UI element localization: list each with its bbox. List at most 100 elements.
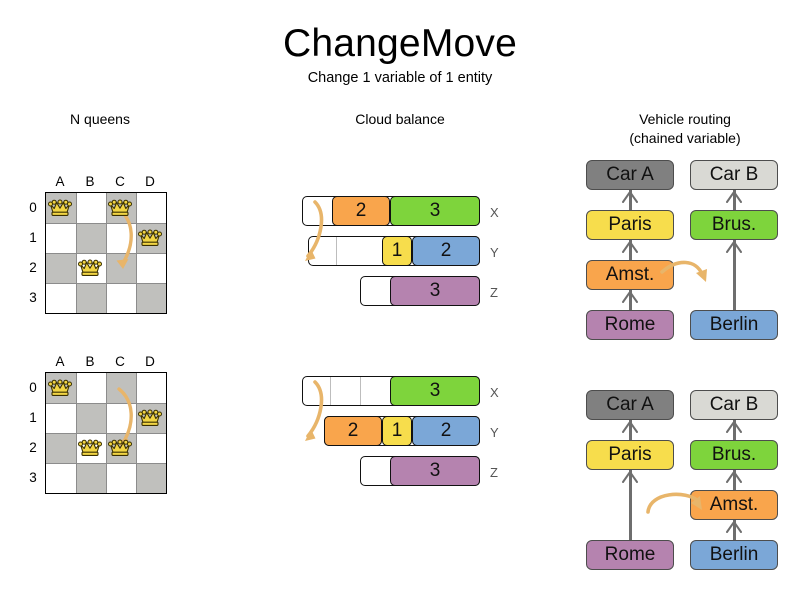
section-heading-nqueens: N queens [70,111,130,127]
vrp-vehicle-node: Car B [690,390,778,420]
vrp-link-arrowhead [726,471,742,483]
cloud-bar-segment: 1 [382,416,412,446]
cloud-bar-segment: 2 [412,236,480,266]
board-gridline [46,253,166,254]
vrp-link-arrowhead [726,241,742,253]
cloud-bar-segment: 2 [332,196,390,226]
board-cell [136,253,166,283]
vrp-stop-node: Amst. [586,260,674,290]
board-queen [75,252,105,282]
board-cell [46,403,76,433]
board-gridline [46,283,166,284]
cloud-bar-row: 3 [302,376,480,406]
board-queen [45,372,75,402]
board-rank-label: 2 [29,260,37,275]
board-queen [135,222,165,252]
board-cell [106,223,136,253]
page-title: ChangeMove [283,22,517,65]
section-heading-vrp-line1: Vehicle routing [639,111,731,127]
vrp-link-arrowhead [622,471,638,483]
board-cell [46,253,76,283]
page-subtitle: Change 1 variable of 1 entity [307,70,493,86]
vrp-link-arrowhead [726,421,742,433]
board-queen [45,192,75,222]
vrp-chain-link [733,240,736,310]
vrp-vehicle-node: Car A [586,390,674,420]
vrp-link-arrowhead [622,291,638,303]
board-cell [106,283,136,313]
board-cell [106,463,136,493]
board-rank-label: 3 [29,470,37,485]
section-heading-vehicle-routing: Vehicle routing (chained variable) [590,110,780,148]
vrp-stop-node: Brus. [690,440,778,470]
board-rank-label: 2 [29,440,37,455]
vrp-stop-node: Berlin [690,540,778,570]
board-gridline [136,193,137,313]
cloud-bar-row: 3 [360,276,480,306]
board-cell [136,463,166,493]
board-rank-label: 1 [29,230,37,245]
board-cell [46,223,76,253]
vrp-stop-node: Rome [586,540,674,570]
cloud-bar-divider [360,377,361,405]
board-file-label: A [55,174,65,189]
board-cell [136,433,166,463]
vrp-link-arrowhead [726,191,742,203]
vrp-vehicle-node: Car B [690,160,778,190]
cloud-bar-segment: 3 [390,276,480,306]
vrp-link-arrowhead [622,191,638,203]
board-queen [105,192,135,222]
vrp-stop-node: Berlin [690,310,778,340]
cloud-bar-row: 3 [360,456,480,486]
vrp-link-arrowhead [622,241,638,253]
cloud-bar-divider [330,377,331,405]
board-file-label: A [55,354,65,369]
board-cell [106,253,136,283]
vrp-stop-node: Paris [586,440,674,470]
board-rank-label: 3 [29,290,37,305]
vrp-chain-link [733,470,736,490]
cloud-bar-label: Z [490,465,498,480]
section-heading-cloud-balance: Cloud balance [355,111,445,127]
board-rank-label: 1 [29,410,37,425]
cloud-bar-label: Y [490,245,499,260]
board-rank-label: 0 [29,380,37,395]
board-cell [76,403,106,433]
board-cell [76,193,106,223]
board-gridline [46,433,166,434]
vrp-link-arrowhead [622,421,638,433]
vrp-chain-link [629,290,632,310]
vrp-chain-link [629,190,632,210]
cloud-bar-label: Y [490,425,499,440]
section-heading-vrp-line2: (chained variable) [629,130,741,146]
cloud-bar-divider [336,237,337,265]
board-cell [76,283,106,313]
board-queen [75,432,105,462]
vrp-stop-node: Amst. [690,490,778,520]
board-gridline [136,373,137,493]
vrp-chain-link [733,520,736,540]
board-grid [45,192,167,314]
cloud-bar-segment: 3 [390,456,480,486]
vrp-stop-node: Brus. [690,210,778,240]
vrp-chain-link [733,420,736,440]
board-file-label: B [85,174,95,189]
vrp-stop-node: Paris [586,210,674,240]
cloud-bar-segment: 1 [382,236,412,266]
vrp-stop-node: Rome [586,310,674,340]
cloud-bar-label: X [490,385,499,400]
board-gridline [46,463,166,464]
board-file-label: C [115,174,125,189]
cloud-bar-segment: 3 [390,376,480,406]
board-queen [135,402,165,432]
board-cell [136,283,166,313]
